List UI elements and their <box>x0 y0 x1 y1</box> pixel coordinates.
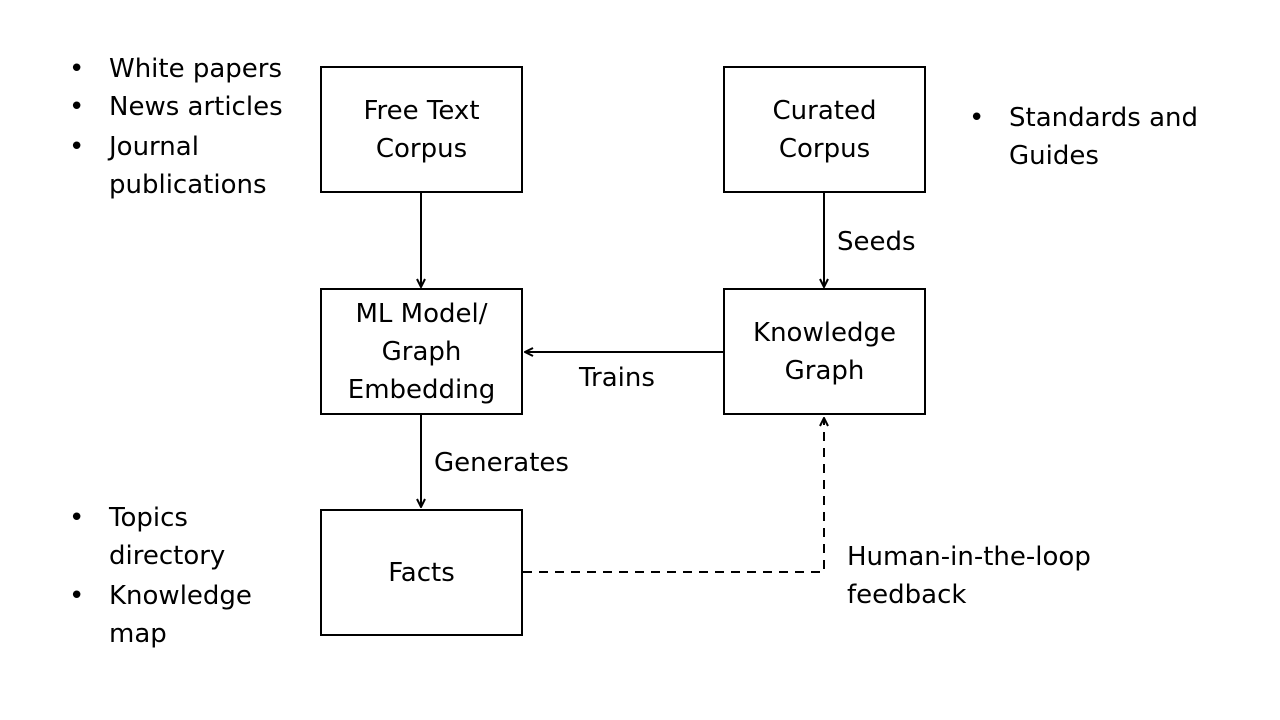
list-item-text: White papers <box>109 54 283 84</box>
curated-corpus-box: Curated Corpus <box>723 66 926 193</box>
list-item: Journal publications <box>69 128 283 204</box>
outputs-list: Topics directory Knowledge map <box>69 499 252 653</box>
list-item: Knowledge map <box>69 577 252 653</box>
list-item: White papers <box>69 50 283 88</box>
arrow-facts-feedback-to-knowledge-graph <box>523 418 824 573</box>
ml-model-line-2: Graph <box>381 336 462 367</box>
knowledge-graph-line-1: Knowledge <box>753 317 896 348</box>
curated-corpus-line-2: Corpus <box>778 133 871 164</box>
feedback-label: Human-in-the-loop feedback <box>847 538 1091 614</box>
facts-line-1: Facts <box>388 557 455 588</box>
list-item: Topics directory <box>69 499 252 575</box>
list-item-text: Knowledge <box>109 581 252 611</box>
free-text-corpus-box: Free Text Corpus <box>320 66 523 193</box>
ml-model-box: ML Model/ Graph Embedding <box>320 288 523 415</box>
curated-sources-list: Standards and Guides <box>969 99 1198 175</box>
list-item-text: Guides <box>1009 141 1099 171</box>
free-text-corpus-line-2: Corpus <box>375 133 468 164</box>
free-text-corpus-line-1: Free Text <box>363 95 480 126</box>
list-item-text: News articles <box>109 92 283 122</box>
seeds-label: Seeds <box>837 227 916 257</box>
curated-corpus-line-1: Curated <box>772 95 877 126</box>
feedback-line-2: feedback <box>847 580 967 610</box>
list-item-text: Topics <box>109 503 188 533</box>
list-item-text: Journal <box>109 132 199 162</box>
knowledge-graph-line-2: Graph <box>784 355 865 386</box>
list-item-text: directory <box>109 541 226 571</box>
list-item-text: Standards and <box>1009 103 1199 133</box>
ml-model-line-1: ML Model/ <box>355 298 488 329</box>
list-item: Standards and Guides <box>969 99 1198 175</box>
knowledge-graph-box: Knowledge Graph <box>723 288 926 415</box>
feedback-line-1: Human-in-the-loop <box>847 542 1091 572</box>
ml-model-line-3: Embedding <box>347 374 496 405</box>
list-item: News articles <box>69 88 283 126</box>
list-item-text: map <box>109 619 167 649</box>
list-item-text: publications <box>109 170 267 200</box>
sources-list: White papers News articles Journal publi… <box>69 50 283 204</box>
generates-label: Generates <box>434 448 569 478</box>
facts-box: Facts <box>320 509 523 636</box>
trains-label: Trains <box>579 363 655 393</box>
